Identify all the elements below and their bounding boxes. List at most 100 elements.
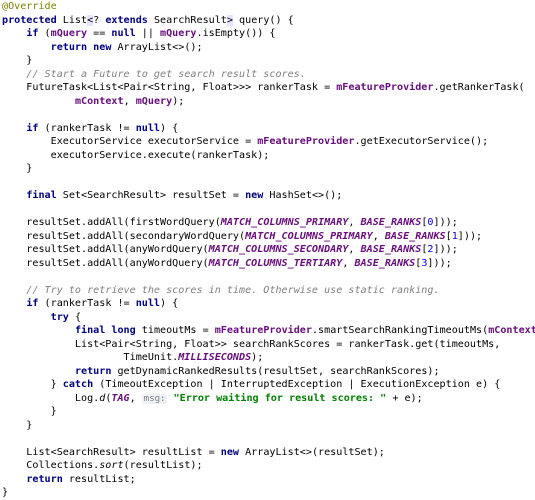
code-token: MILLISECONDS — [178, 352, 252, 363]
code-token: FutureTask<List<Pair<String, Float>>> ra… — [2, 82, 337, 93]
code-line[interactable]: resultSet.addAll(anyWordQuery(MATCH_COLU… — [0, 243, 535, 257]
code-token: return — [26, 473, 69, 485]
code-line[interactable] — [0, 432, 535, 446]
code-line[interactable]: executorService.execute(rankerTask); — [0, 149, 535, 163]
code-token: HashSet<>(); — [269, 190, 343, 201]
code-token: (TimeoutException | InterruptedException… — [99, 379, 501, 390]
code-line[interactable]: ExecutorService executorService = mFeatu… — [0, 135, 535, 149]
code-line[interactable]: resultSet.addAll(secondaryWordQuery(MATC… — [0, 230, 535, 244]
code-line[interactable]: List<SearchResult> resultList = new Arra… — [0, 446, 535, 460]
code-line[interactable] — [0, 176, 535, 190]
code-token: try — [50, 311, 75, 323]
code-token: mFeatureProvider — [257, 136, 355, 147]
code-token: null — [135, 298, 161, 309]
code-token: List<SearchResult> resultList = — [2, 446, 221, 458]
code-line[interactable]: FutureTask<List<Pair<String, Float>>> ra… — [0, 81, 535, 95]
code-token: MATCH_COLUMNS_PRIMARY — [220, 217, 349, 228]
code-token: ])); — [433, 217, 458, 228]
code-token — [2, 123, 26, 134]
code-token: resultList; — [68, 473, 136, 485]
code-line[interactable]: } — [0, 405, 535, 419]
code-line[interactable]: // Start a Future to get search result s… — [0, 68, 535, 82]
code-token: "Error waiting for result scores: " — [173, 392, 387, 404]
code-token: SearchResult — [153, 14, 227, 26]
code-line[interactable] — [0, 270, 535, 284]
code-line[interactable]: final long timeoutMs = mFeatureProvider.… — [0, 324, 535, 338]
code-token: ( — [105, 392, 112, 404]
code-line[interactable]: return new ArrayList<>(); — [0, 41, 535, 55]
code-token: } — [2, 487, 9, 498]
code-line[interactable]: resultSet.addAll(firstWordQuery(MATCH_CO… — [0, 216, 535, 230]
code-token: mContext — [74, 95, 124, 107]
code-line[interactable]: } — [0, 54, 535, 68]
code-line[interactable]: List<Pair<String, Float>> searchRankScor… — [0, 338, 535, 352]
code-line[interactable]: @Override — [0, 0, 535, 14]
code-line[interactable]: return getDynamicRankedResults(resultSet… — [0, 365, 535, 379]
code-token: resultSet.addAll(firstWordQuery( — [2, 217, 221, 228]
code-token: resultSet.addAll(secondaryWordQuery( — [2, 230, 246, 242]
code-token: 2 — [427, 244, 434, 255]
code-token: ( — [44, 28, 51, 39]
code-token: } — [2, 163, 33, 174]
code-token: if — [26, 28, 45, 39]
code-line[interactable]: return resultList; — [0, 473, 535, 487]
code-line[interactable] — [0, 108, 535, 122]
code-line[interactable]: if (mQuery == null || mQuery.isEmpty()) … — [0, 27, 535, 41]
code-token: mQuery — [135, 95, 173, 107]
code-token: == — [87, 28, 112, 39]
code-token: .getExecutorService(); — [354, 136, 489, 147]
code-token: mQuery — [50, 28, 88, 39]
code-token: getDynamicRankedResults(resultSet, searc… — [117, 365, 440, 377]
code-token: TimeUnit. — [2, 352, 179, 363]
code-token — [2, 298, 26, 309]
code-line[interactable]: } catch (TimeoutException | InterruptedE… — [0, 378, 535, 392]
code-line[interactable]: Log.d(TAG, msg: "Error waiting for resul… — [0, 392, 535, 406]
code-token: > — [226, 14, 233, 26]
code-token: List<Pair<String, Float>> searchRankScor… — [2, 338, 501, 350]
code-token: resultSet.addAll(anyWordQuery( — [2, 244, 209, 255]
code-token: < — [87, 14, 94, 26]
code-token: if — [26, 298, 45, 309]
code-token: ArrayList<>(resultSet); — [245, 446, 385, 458]
code-token: @Override — [2, 1, 57, 12]
code-token — [2, 28, 26, 39]
code-line[interactable]: try { — [0, 311, 535, 325]
code-token: 3 — [421, 257, 428, 269]
code-line[interactable] — [0, 203, 535, 217]
code-token: (rankerTask != — [44, 122, 136, 134]
code-line[interactable]: TimeUnit.MILLISECONDS); — [0, 351, 535, 365]
code-line[interactable]: Collections.sort(resultList); — [0, 459, 535, 473]
code-token: d — [99, 392, 106, 404]
code-line[interactable]: final Set<SearchResult> resultSet = new … — [0, 189, 535, 203]
code-token: (rankerTask != — [44, 298, 136, 309]
code-token: ); — [251, 352, 264, 363]
code-line[interactable]: mContext, mQuery); — [0, 95, 535, 109]
code-token: ExecutorService executorService = — [2, 136, 258, 147]
code-token: BASE_RANKS — [360, 244, 422, 255]
code-line[interactable]: resultSet.addAll(anyWordQuery(MATCH_COLU… — [0, 257, 535, 271]
code-token: ) { — [160, 122, 179, 134]
code-token: List — [62, 14, 88, 26]
code-token: BASE_RANKS — [354, 257, 416, 269]
code-token — [2, 42, 51, 53]
code-token — [2, 325, 75, 336]
code-line[interactable]: } — [0, 486, 535, 500]
code-token: 1 — [451, 230, 458, 242]
code-token: , — [129, 392, 142, 404]
code-token: BASE_RANKS — [360, 217, 422, 228]
code-line[interactable]: // Try to retrieve the scores in time. O… — [0, 284, 535, 298]
code-token: catch — [62, 379, 100, 390]
code-line[interactable]: if (rankerTask != null) { — [0, 122, 535, 136]
code-token: Log. — [2, 392, 100, 404]
code-line[interactable]: if (rankerTask != null) { — [0, 297, 535, 311]
code-token: extends — [105, 14, 154, 26]
code-token: mContext — [488, 325, 535, 336]
code-token: new — [245, 190, 270, 201]
code-token: 0 — [427, 217, 434, 228]
code-line[interactable]: protected List<? extends SearchResult> q… — [0, 14, 535, 28]
code-token: Set<SearchResult> resultSet = — [62, 190, 246, 201]
code-line[interactable]: } — [0, 419, 535, 433]
code-line[interactable]: } — [0, 162, 535, 176]
code-token: ) { — [160, 298, 179, 309]
